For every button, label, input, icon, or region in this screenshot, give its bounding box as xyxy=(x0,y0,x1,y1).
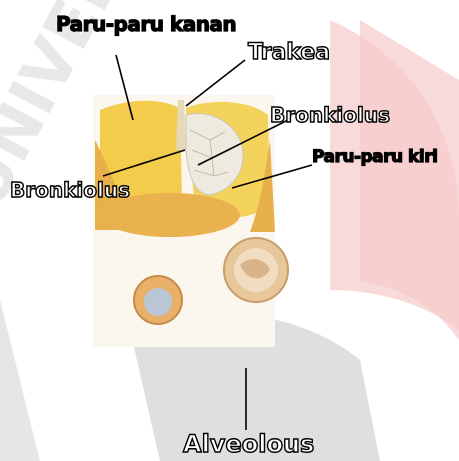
label-bronchiole-left: Bronkiolus xyxy=(10,180,130,200)
label-alveolus: Alveolous xyxy=(183,432,314,456)
watermark-grey-left xyxy=(0,300,40,461)
label-trachea: Trakea xyxy=(248,42,330,64)
alveolus-sac-small-inner xyxy=(144,288,172,316)
label-right-lung: Paru-paru kanan xyxy=(56,14,236,34)
label-left-lung: Paru-paru kiri xyxy=(312,149,437,166)
label-bronchiole-right: Bronkiolus xyxy=(270,105,390,125)
